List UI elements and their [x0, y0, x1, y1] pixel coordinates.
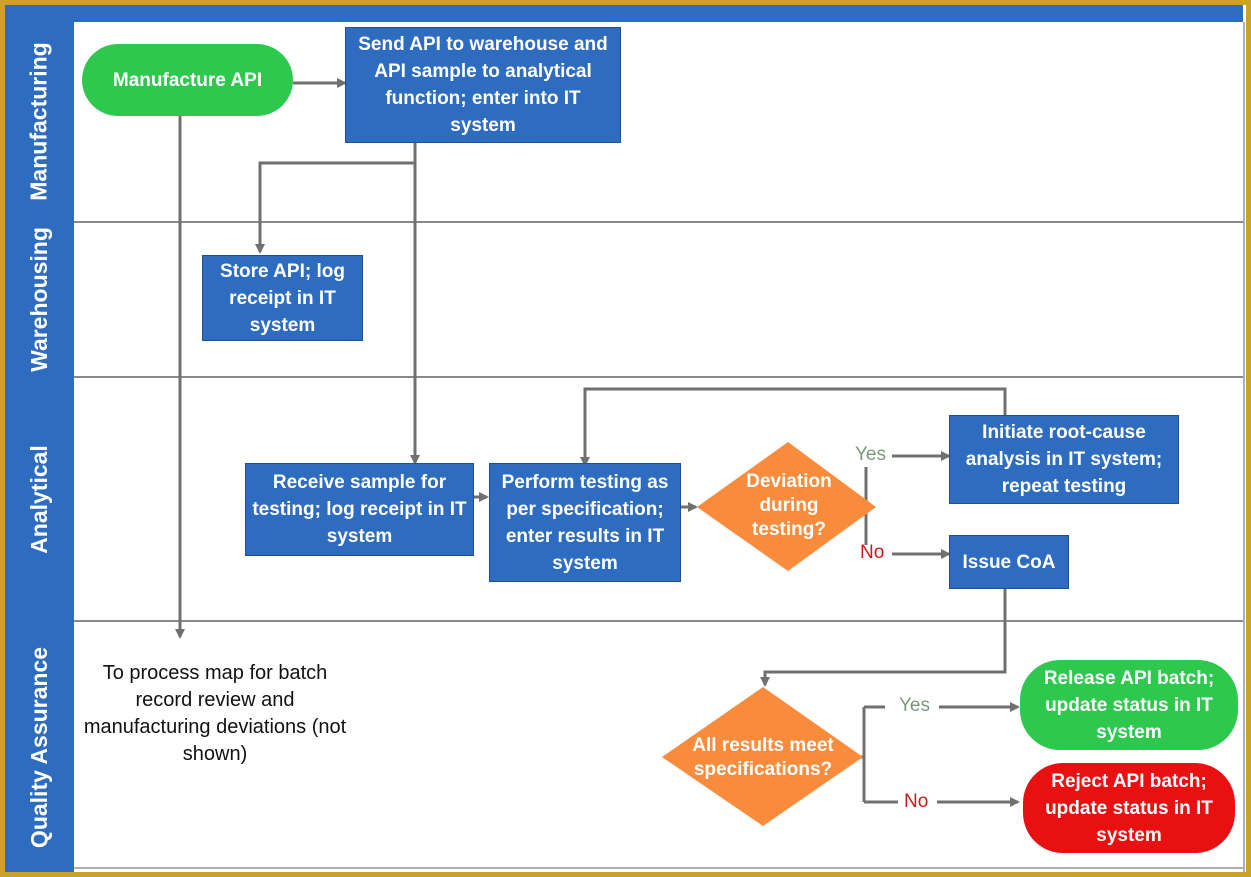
right-border	[1243, 22, 1245, 872]
edge-label-deviation-no: No	[860, 542, 885, 563]
bottom-border	[74, 867, 1245, 869]
decision-results-diamond	[662, 687, 863, 826]
connectors	[175, 78, 1020, 826]
connector-send-to-store	[255, 143, 417, 254]
edge-label-deviation-yes: Yes	[855, 444, 886, 465]
end-release-batch: Release API batch; update status in IT s…	[1020, 660, 1238, 750]
edge-label-results-yes: Yes	[899, 695, 930, 716]
lane-divider	[74, 620, 1244, 622]
decision-results-label: All results meet specifications?	[692, 735, 834, 780]
end-reject-batch: Reject API batch; update status in IT sy…	[1023, 763, 1235, 853]
offpage-note: To process map for batch record review a…	[83, 662, 347, 765]
start-manufacture-api: Manufacture API	[82, 44, 293, 116]
process-receive-sample: Receive sample for testing; log receipt …	[245, 463, 474, 556]
lane-divider	[74, 221, 1244, 223]
process-root-cause: Initiate root-cause analysis in IT syste…	[949, 415, 1179, 504]
process-store-api: Store API; log receipt in IT system	[202, 255, 363, 341]
process-send-api: Send API to warehouse and API sample to …	[345, 27, 621, 143]
decision-deviation-diamond	[697, 442, 876, 571]
process-perform-testing: Perform testing as per specification; en…	[489, 463, 681, 582]
edge-label-results-no: No	[904, 791, 929, 812]
lane-divider	[74, 376, 1244, 378]
top-bar	[74, 5, 1243, 22]
process-issue-coa: Issue CoA	[949, 535, 1069, 589]
lane-header-bar	[5, 5, 74, 872]
connector-coa-to-results	[760, 588, 1007, 687]
decision-deviation-label: Deviation during testing?	[746, 471, 832, 540]
